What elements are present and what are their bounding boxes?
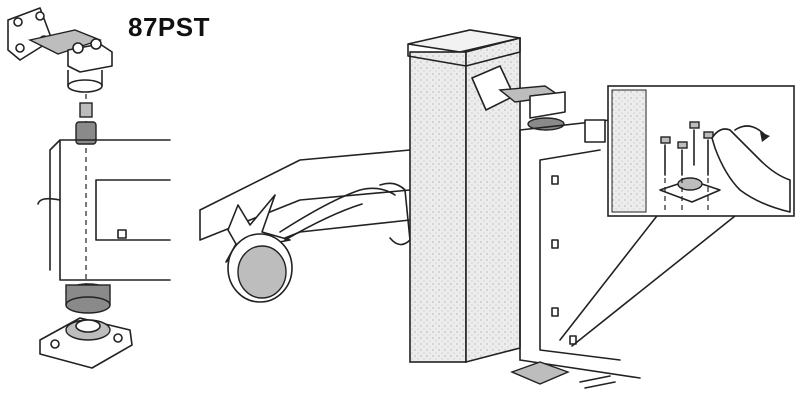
mounted-top-hinge: [471, 65, 566, 131]
bushing: [75, 102, 97, 145]
gate-frame-left: [37, 139, 171, 281]
bottom-hinge-plate: [39, 317, 133, 369]
ground-hinge-plate: [510, 361, 616, 389]
top-hinge-bracket: [7, 7, 113, 93]
bottom-hinge-cap: [65, 283, 111, 314]
callout-lines: [559, 211, 741, 347]
bolt-installation-inset: [607, 85, 795, 217]
product-code: 87PST: [128, 12, 210, 42]
welding-detail: [199, 149, 411, 303]
gate-post: [407, 29, 521, 364]
